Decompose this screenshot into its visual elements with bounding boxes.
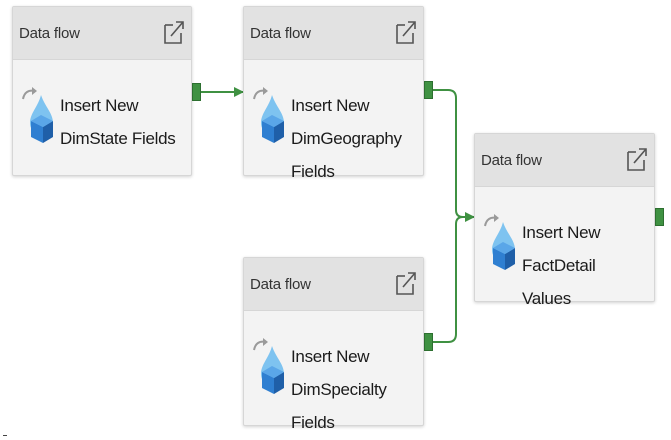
connector-dimspecialty-to-factdetail[interactable] (433, 216, 474, 343)
activity-insert-new-dimstate-fields[interactable]: Data flow Insert New DimState Fields (12, 6, 192, 176)
output-port-dimstate[interactable] (192, 83, 201, 101)
dataflow-icon (253, 338, 284, 394)
activity-type-label: Data flow (250, 276, 311, 293)
activity-type-label: Data flow (19, 25, 80, 42)
output-port-dimspecialty[interactable] (424, 333, 433, 351)
dataflow-icon (22, 87, 53, 143)
open-external-icon[interactable] (395, 270, 417, 296)
connector-dimgeography-to-factdetail[interactable] (433, 89, 475, 222)
open-external-icon[interactable] (626, 146, 648, 172)
activity-header: Data flow (13, 7, 191, 60)
activity-name: Insert New DimGeography Fields (291, 96, 402, 181)
activity-insert-new-factdetail-values[interactable]: Data flow Insert New FactDetail Values (474, 133, 655, 308)
activity-insert-new-dimgeography-fields[interactable]: Data flow Insert New DimGeography Fields (243, 6, 424, 181)
activity-type-label: Data flow (481, 152, 542, 169)
activity-insert-new-dimspecialty-fields[interactable]: Data flow Insert New DimSpecialty Fields (243, 257, 424, 432)
open-external-icon[interactable] (163, 19, 185, 45)
dataflow-icon (253, 87, 284, 143)
output-port-dimgeography[interactable] (424, 81, 433, 99)
output-port-factdetail[interactable] (655, 208, 664, 226)
dataflow-icon (484, 214, 515, 270)
activity-header: Data flow (244, 7, 423, 60)
activity-name: Insert New FactDetail Values (522, 223, 601, 308)
activity-header: Data flow (244, 258, 423, 311)
activity-name: Insert New DimState Fields (60, 96, 176, 148)
activity-name: Insert New DimSpecialty Fields (291, 347, 387, 432)
divider (3, 435, 7, 436)
open-external-icon[interactable] (395, 19, 417, 45)
activity-type-label: Data flow (250, 25, 311, 42)
activity-header: Data flow (475, 134, 654, 187)
